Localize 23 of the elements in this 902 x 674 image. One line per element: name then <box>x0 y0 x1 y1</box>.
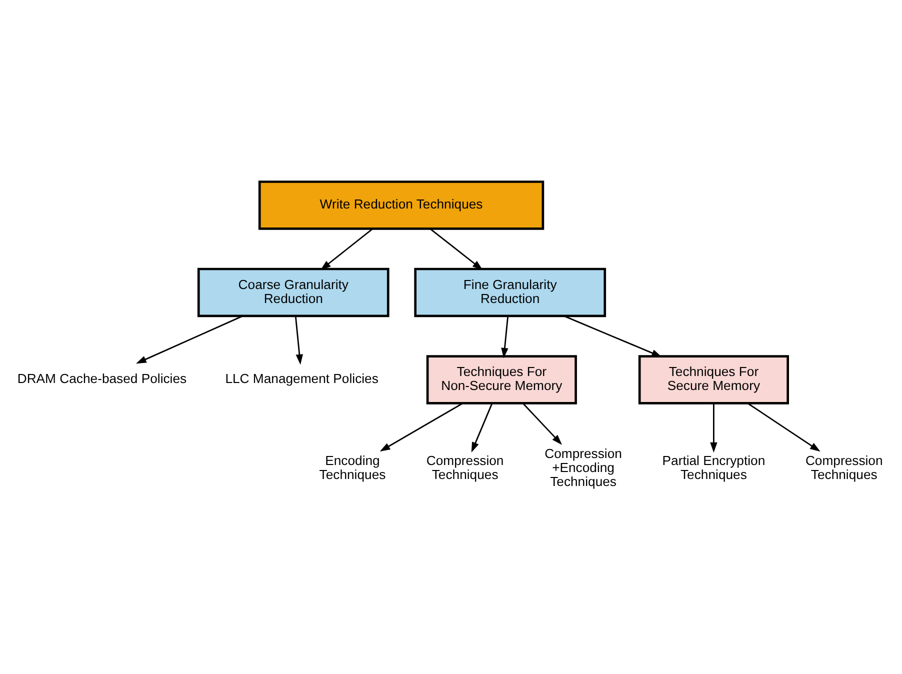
arrow <box>522 402 562 444</box>
arrow <box>320 228 374 270</box>
arrow <box>294 316 304 364</box>
arrow <box>380 402 464 452</box>
node-box: Write Reduction Techniques <box>258 180 544 230</box>
node-box: Coarse Granularity Reduction <box>197 267 390 317</box>
arrow <box>710 402 718 452</box>
node-text: Partial Encryption Techniques <box>662 452 766 482</box>
node-box: Techniques For Secure Memory <box>638 354 789 404</box>
arrow <box>747 402 820 452</box>
arrow <box>136 314 244 364</box>
arrow <box>564 314 662 357</box>
node-box: Techniques For Non-Secure Memory <box>426 354 577 404</box>
node-text: Compression +Encoding Techniques <box>544 445 622 488</box>
node-box: Fine Granularity Reduction <box>414 267 606 317</box>
node-text: Compression Techniques <box>426 452 504 482</box>
arrow <box>471 402 493 452</box>
node-text: LLC Management Policies <box>225 370 378 386</box>
node-text: Encoding Techniques <box>319 452 386 482</box>
arrow <box>430 228 483 270</box>
arrow <box>501 316 509 358</box>
node-text: Compression Techniques <box>805 452 883 482</box>
node-text: DRAM Cache-based Policies <box>17 370 187 386</box>
